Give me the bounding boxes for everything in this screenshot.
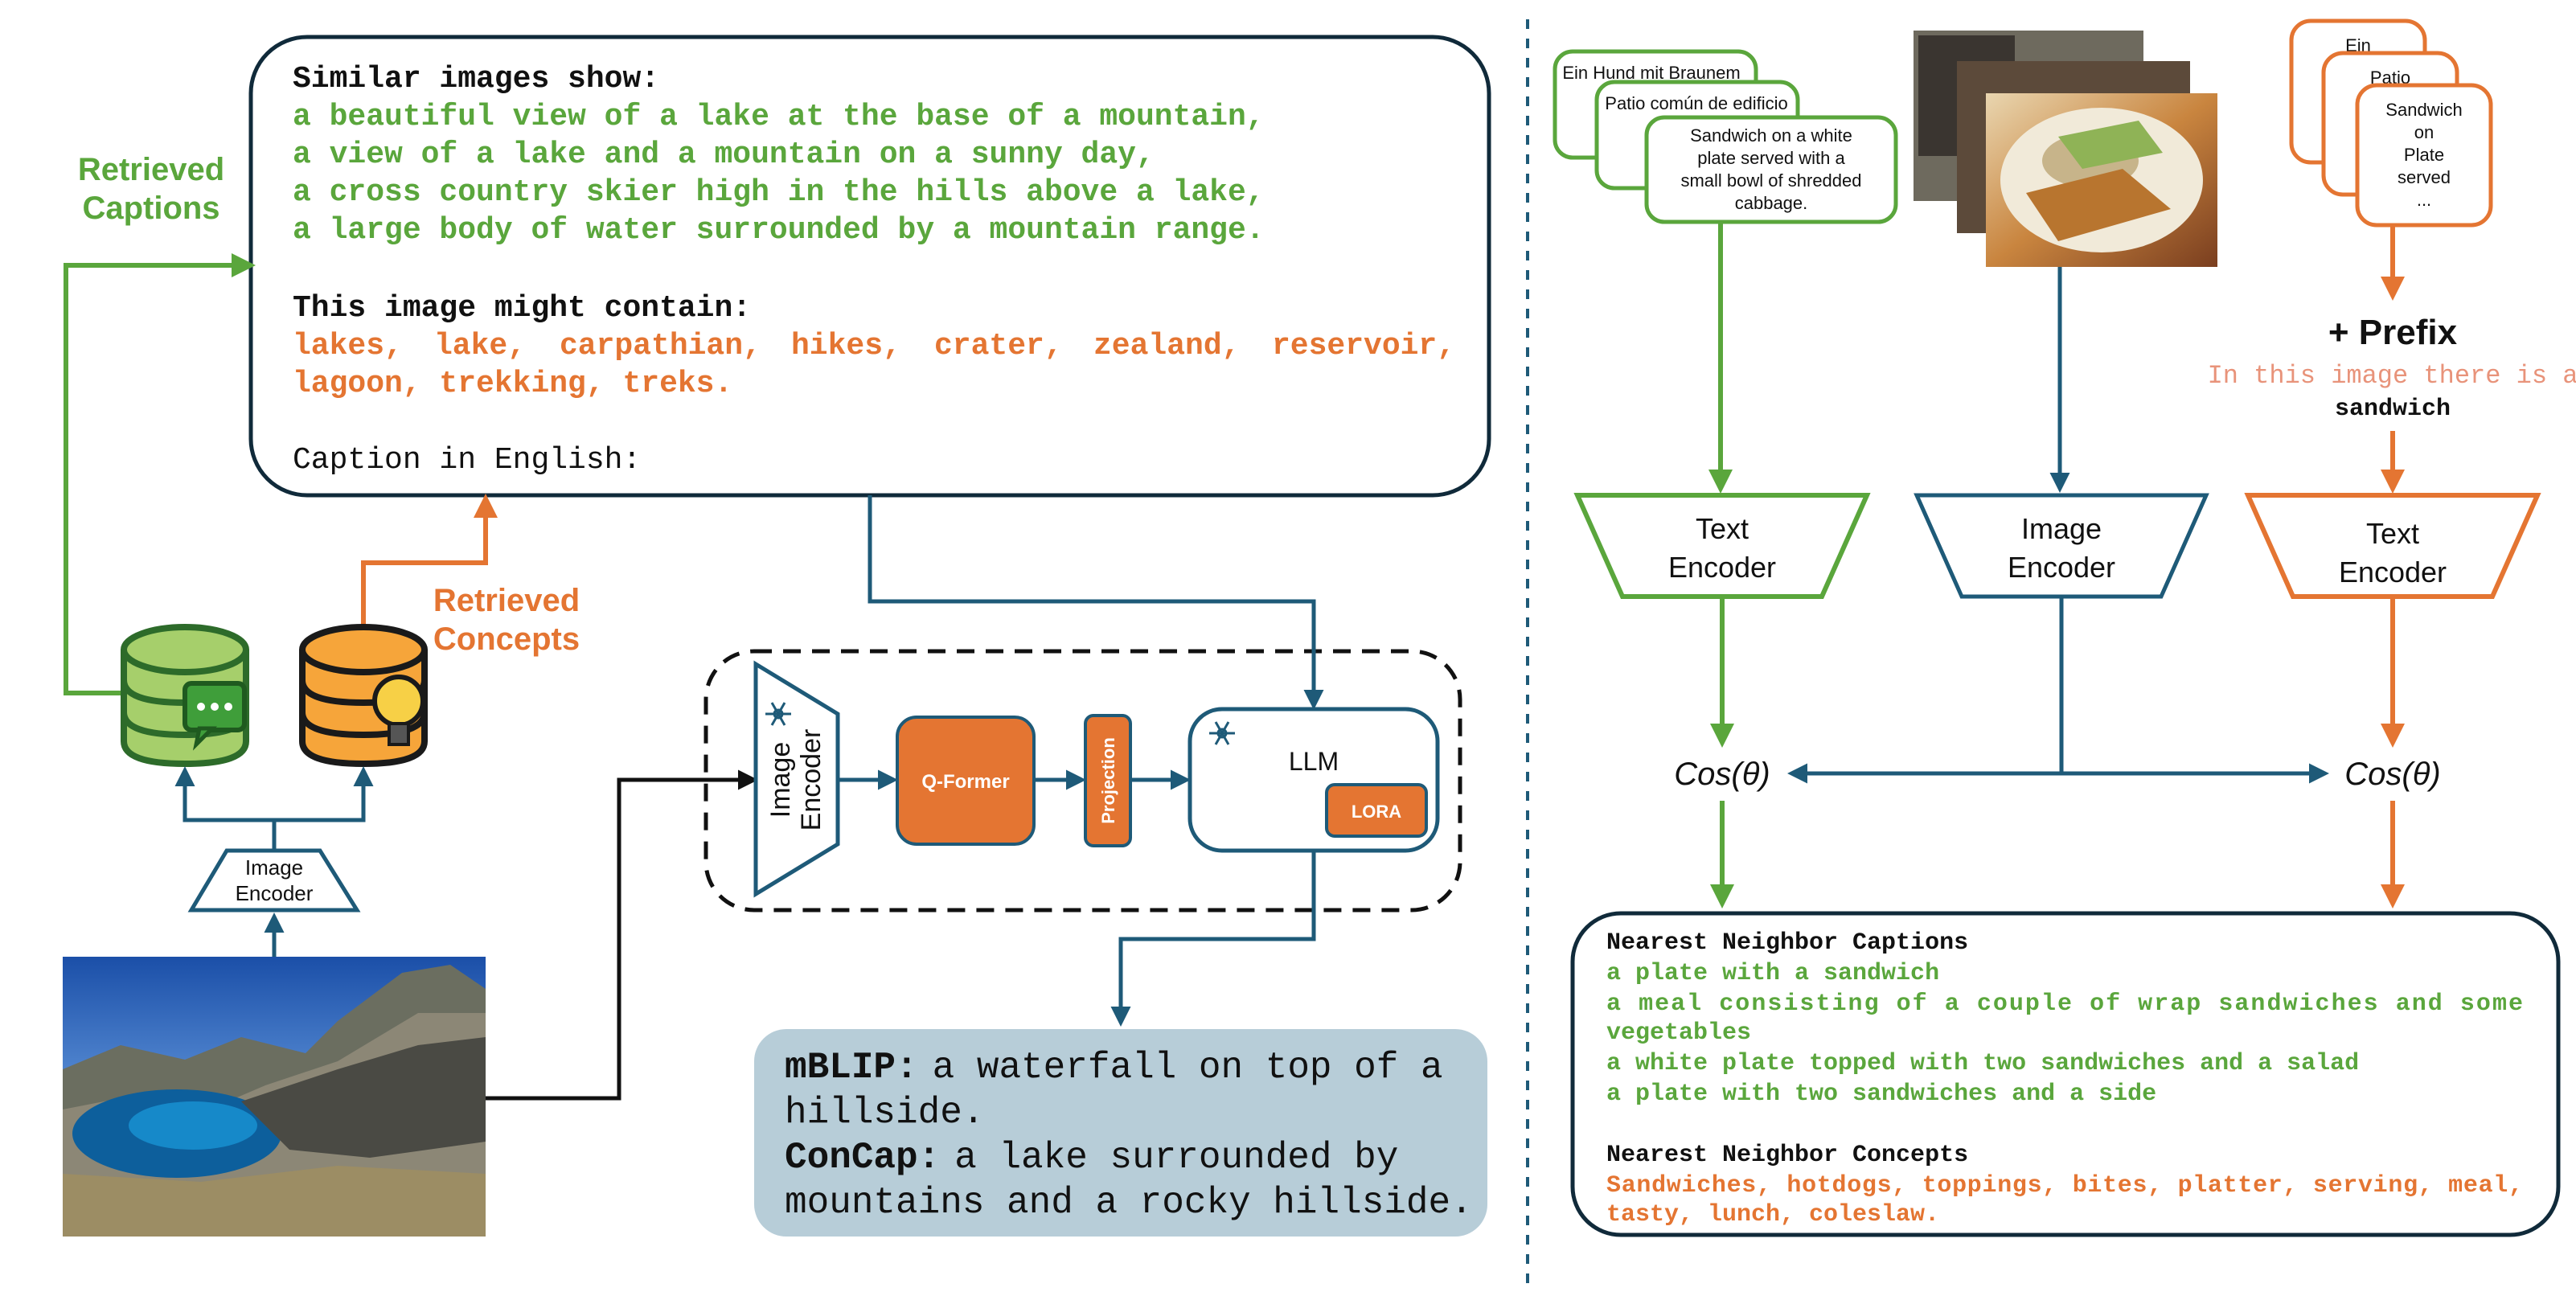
caption-card-text: cabbage.: [1735, 193, 1808, 213]
llm-label: LLM: [1289, 747, 1339, 776]
encoder-branch-arrow: [174, 766, 277, 851]
qformer-label: Q-Former: [921, 771, 1009, 793]
nn-caption: a plate with a sandwich: [1606, 960, 1939, 987]
concept-line-2: lagoon, trekking, treks.: [293, 367, 732, 401]
caption-database-icon: [121, 624, 249, 768]
text-encoder-orange: [2244, 493, 2541, 599]
concept-word: crater,: [934, 329, 1063, 363]
mblip-output-line-2: hillside.: [785, 1092, 984, 1134]
llm-to-output-arrow: [1110, 851, 1316, 1027]
retrieved-captions-label: Captions: [82, 191, 219, 226]
concap-output-line-2: mountains and a rocky hillside.: [785, 1182, 1473, 1224]
nn-concepts-line: tasty, lunch, coleslaw.: [1606, 1201, 1939, 1228]
model-dashed-box: [703, 649, 1462, 913]
retrieved-caption: a view of a lake and a mountain on a sun…: [293, 137, 1155, 172]
image-encoder-blue: [1914, 493, 2209, 599]
text-encoder-label: Encoder: [1668, 551, 1776, 584]
nn-concepts-line: Sandwiches, hotdogs, toppings, bites, pl…: [1606, 1172, 2523, 1200]
concept-word: hikes,: [791, 329, 901, 363]
mblip-label: mBLIP:: [785, 1047, 918, 1089]
concap-text: a lake surrounded by: [954, 1137, 1398, 1179]
concept-card-text: served: [2398, 167, 2451, 187]
cos-label-right: Cos(θ): [2344, 757, 2440, 792]
retrieved-caption: a cross country skier high in the hills …: [293, 175, 1265, 210]
lora-block: [1325, 783, 1428, 838]
cos-label-left: Cos(θ): [1674, 757, 1770, 792]
text-encoder-label: Text: [1696, 512, 1749, 545]
small-image-encoder: [187, 848, 361, 913]
projection-label: Projection: [1098, 737, 1118, 824]
caption-card: [1644, 115, 1898, 224]
concept-word: lakes,: [293, 329, 403, 363]
concept-word: zealand,: [1093, 329, 1240, 363]
retrieved-caption: a beautiful view of a lake at the base o…: [293, 100, 1265, 134]
concept-card-text: Sandwich: [2385, 100, 2462, 120]
captions-arrow: [64, 253, 256, 695]
retrieved-caption: a large body of water surrounded by a mo…: [293, 213, 1265, 248]
concept-database-icon: [299, 624, 428, 768]
nn-caption: a white plate topped with two sandwiches…: [1606, 1050, 2359, 1077]
retrieved-concepts-label: Retrieved: [433, 583, 580, 618]
text-encoder-label: Encoder: [2339, 556, 2447, 589]
mblip-text: a waterfall on top of a: [933, 1047, 1443, 1089]
caption-card-text: Ein Hund mit Braunem: [1562, 63, 1740, 83]
small-encoder-label: Image: [245, 855, 303, 880]
model-image-encoder: [753, 660, 840, 898]
model-encoder-label: Image: [765, 742, 796, 818]
nn-concepts-heading: Nearest Neighbor Concepts: [1606, 1142, 1968, 1169]
concept-card-text: ...: [2417, 190, 2431, 210]
concept-card-text: on: [2414, 122, 2434, 142]
similar-heading: Similar images show:: [293, 62, 659, 96]
caption-card-text: plate served with a: [1697, 148, 1845, 168]
model-encoder-label: Encoder: [796, 729, 827, 831]
text-encoder-label: Text: [2366, 517, 2419, 550]
encoder-branch-arrow: [274, 766, 374, 822]
concept-card-text: Plate: [2404, 145, 2444, 165]
concept-word: reservoir,: [1272, 329, 1455, 363]
snowflake-icon: [765, 702, 791, 726]
image-encoder-label: Encoder: [2008, 551, 2115, 584]
nearest-neighbor-box: [1570, 911, 2561, 1237]
retrieved-concepts-label: Concepts: [433, 621, 580, 657]
food-image-stack: [1914, 31, 2217, 267]
output-box: [754, 1029, 1487, 1237]
lake-photo: [63, 957, 486, 1237]
image-encoder-label: Image: [2021, 512, 2102, 545]
small-encoder-label: Encoder: [236, 881, 314, 905]
caption-card-text: small bowl of shredded: [1680, 170, 1861, 191]
caption-prompt: Caption in English:: [293, 443, 641, 478]
prefix-title: + Prefix: [2328, 313, 2458, 352]
caption-card-text: Patio común de edificio: [1605, 93, 1787, 113]
prefix-word: sandwich: [2335, 396, 2451, 423]
concept-word: carpathian,: [560, 329, 761, 363]
concap-output-line: ConCap: a lake surrounded by: [785, 1137, 1398, 1179]
concap-label: ConCap:: [785, 1137, 940, 1179]
concepts-arrow: [361, 494, 498, 629]
nn-caption: a meal consisting of a couple of wrap sa…: [1606, 990, 2523, 1018]
concept-card: [2355, 83, 2493, 228]
prompt-to-llm-arrow: [868, 495, 1324, 710]
snowflake-icon: [1209, 721, 1235, 745]
nn-caption: a plate with two sandwiches and a side: [1606, 1081, 2156, 1108]
prefix-text: In this image there is a: [2208, 361, 2576, 391]
mblip-output-line: mBLIP: a waterfall on top of a: [785, 1047, 1443, 1089]
retrieved-captions-label: Retrieved: [78, 152, 224, 187]
photo-to-model-arrow: [486, 769, 758, 1101]
nn-caption: vegetables: [1606, 1019, 1751, 1047]
text-encoder-green: [1573, 493, 1871, 599]
nn-captions-heading: Nearest Neighbor Captions: [1606, 929, 1968, 957]
lora-label: LORA: [1352, 802, 1401, 822]
contain-heading: This image might contain:: [293, 291, 751, 326]
concept-word: lake,: [434, 329, 526, 363]
caption-card-text: Sandwich on a white: [1690, 125, 1852, 146]
